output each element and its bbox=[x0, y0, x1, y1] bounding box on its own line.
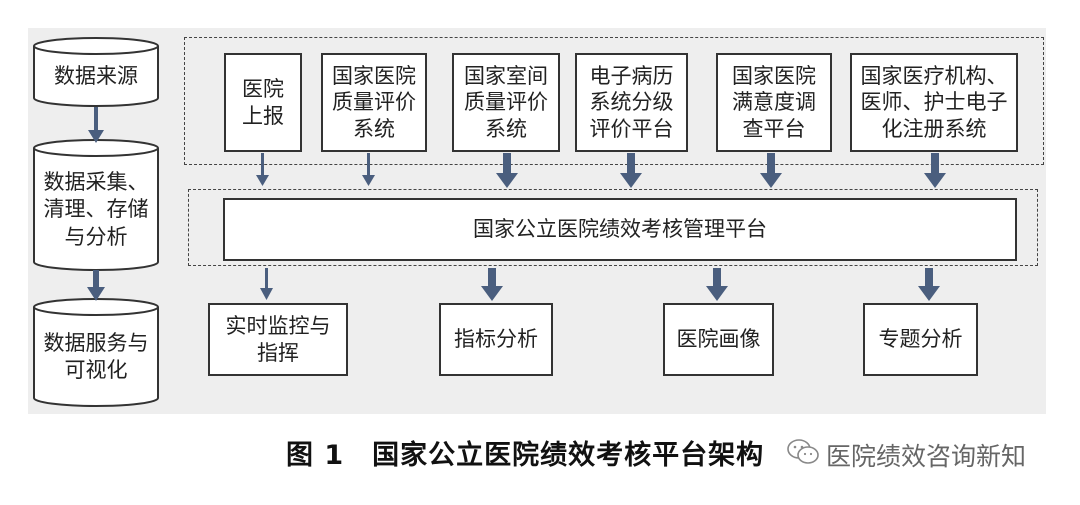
source-box-quality-eval: 国家医院 质量评价 系统 bbox=[321, 53, 427, 152]
source-box-hospital-report: 医院 上报 bbox=[224, 53, 302, 152]
output-box-profile: 医院画像 bbox=[663, 303, 774, 376]
source-box-satisfaction: 国家医院 满意度调 查平台 bbox=[716, 53, 832, 152]
wechat-icon bbox=[786, 438, 820, 472]
source-box-emr-grading: 电子病历 系统分级 评价平台 bbox=[575, 53, 688, 152]
pipeline-label-processing: 数据采集、 清理、存储 与分析 bbox=[43, 170, 149, 249]
platform-group-frame bbox=[188, 189, 1038, 266]
source-box-lab-quality: 国家室间 质量评价 系统 bbox=[452, 53, 560, 152]
pipeline-label-service: 数据服务与 可视化 bbox=[43, 330, 149, 382]
output-box-topic: 专题分析 bbox=[863, 303, 978, 376]
platform-box: 国家公立医院绩效考核管理平台 bbox=[223, 198, 1017, 261]
output-box-monitoring: 实时监控与 指挥 bbox=[208, 303, 348, 376]
watermark: 医院绩效咨询新知 bbox=[786, 437, 1026, 473]
watermark-text: 医院绩效咨询新知 bbox=[826, 442, 1027, 471]
cylinder-data-service bbox=[33, 298, 159, 407]
source-box-registration: 国家医疗机构、 医师、护士电子 化注册系统 bbox=[850, 53, 1018, 152]
output-box-indicator: 指标分析 bbox=[439, 303, 553, 376]
cylinder-data-source bbox=[33, 37, 159, 107]
figure-caption: 图 1 国家公立医院绩效考核平台架构 bbox=[286, 440, 765, 471]
pipeline-label-source: 数据来源 bbox=[54, 64, 138, 89]
sources-group-frame bbox=[184, 37, 1044, 165]
pipeline-arrows bbox=[87, 107, 105, 301]
